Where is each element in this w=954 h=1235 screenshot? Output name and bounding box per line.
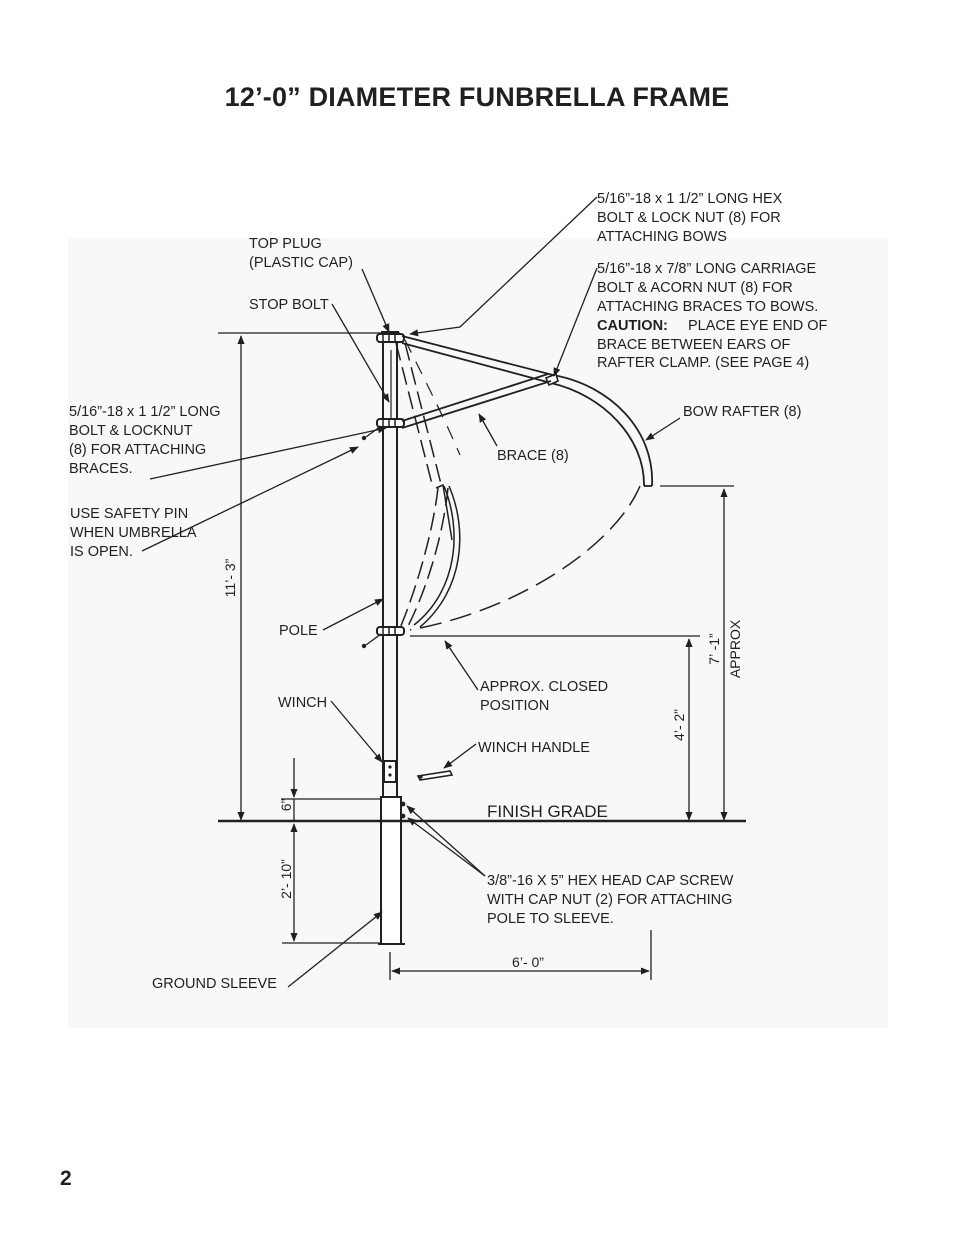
- svg-text:POLE TO SLEEVE.: POLE TO SLEEVE.: [487, 911, 614, 927]
- closed-position-dashed: [395, 339, 641, 631]
- dim-overall-height: 11’- 3”: [222, 558, 238, 597]
- label-finish-grade: FINISH GRADE: [487, 802, 608, 821]
- svg-text:WHEN UMBRELLA: WHEN UMBRELLA: [70, 525, 197, 541]
- label-bolt-locknut: 5/16”-18 x 1 1/2” LONG BOLT & LOCKNUT (8…: [69, 404, 221, 477]
- brace-open: [401, 373, 552, 429]
- label-pole: POLE: [279, 623, 318, 639]
- svg-text:ATTACHING BRACES TO BOWS.: ATTACHING BRACES TO BOWS.: [597, 299, 818, 315]
- dim-radius: 6’- 0”: [512, 954, 544, 970]
- svg-text:PLACE EYE END OF: PLACE EYE END OF: [688, 318, 828, 334]
- label-stop-bolt: STOP BOLT: [249, 297, 329, 313]
- svg-text:(8) FOR ATTACHING: (8) FOR ATTACHING: [69, 442, 206, 458]
- svg-text:USE SAFETY PIN: USE SAFETY PIN: [70, 506, 188, 522]
- sliding-hub-closed: [376, 626, 405, 636]
- closed-brace: [399, 483, 461, 631]
- scan-background: [68, 238, 888, 1028]
- label-winch-handle: WINCH HANDLE: [478, 740, 590, 756]
- pole: [382, 336, 398, 800]
- bow-rafter-open: [401, 335, 653, 487]
- caution-label: CAUTION:: [597, 318, 668, 334]
- label-winch: WINCH: [278, 695, 327, 711]
- label-bow-rafter: BOW RAFTER (8): [683, 404, 801, 420]
- svg-text:BRACE BETWEEN EARS OF: BRACE BETWEEN EARS OF: [597, 337, 791, 353]
- svg-text:(PLASTIC CAP): (PLASTIC CAP): [249, 255, 353, 271]
- svg-text:RAFTER CLAMP. (SEE PAGE 4): RAFTER CLAMP. (SEE PAGE 4): [597, 355, 809, 371]
- upper-hub: [376, 333, 405, 343]
- svg-text:TOP PLUG: TOP PLUG: [249, 236, 322, 252]
- svg-text:BRACES.: BRACES.: [69, 461, 133, 477]
- dim-approx: APPROX: [727, 619, 743, 678]
- svg-text:5/16”-18 x 1 1/2” LONG: 5/16”-18 x 1 1/2” LONG: [69, 404, 221, 420]
- page-number: 2: [60, 1167, 72, 1190]
- svg-text:BOLT & LOCK NUT (8) FOR: BOLT & LOCK NUT (8) FOR: [597, 210, 781, 226]
- label-cap-screw: 3/8”-16 X 5” HEX HEAD CAP SCREW WITH CAP…: [487, 873, 734, 927]
- svg-text:5/16”-18 x 1 1/2” LONG HEX: 5/16”-18 x 1 1/2” LONG HEX: [597, 191, 783, 207]
- label-ground-sleeve: GROUND SLEEVE: [152, 976, 277, 992]
- ground-sleeve: [378, 796, 405, 945]
- winch-handle: [416, 770, 454, 781]
- svg-text:IS OPEN.: IS OPEN.: [70, 544, 133, 560]
- cap-screw-lower: [400, 813, 406, 819]
- label-carriage-bolt: 5/16”-18 x 7/8” LONG CARRIAGE BOLT & ACO…: [597, 261, 828, 371]
- label-hex-bolt-bows: 5/16”-18 x 1 1/2” LONG HEX BOLT & LOCK N…: [597, 191, 783, 245]
- dim-open-height: 7’ -1”: [706, 633, 722, 665]
- page-title: 12’-0” DIAMETER FUNBRELLA FRAME: [224, 82, 730, 112]
- svg-text:BOLT & LOCKNUT: BOLT & LOCKNUT: [69, 423, 193, 439]
- safety-pin-lower: [361, 633, 382, 649]
- label-top-plug: TOP PLUG (PLASTIC CAP): [249, 236, 353, 271]
- svg-text:POSITION: POSITION: [480, 698, 549, 714]
- svg-text:BOLT & ACORN NUT (8) FOR: BOLT & ACORN NUT (8) FOR: [597, 280, 793, 296]
- svg-text:5/16”-18 x 7/8” LONG CARRIAGE: 5/16”-18 x 7/8” LONG CARRIAGE: [597, 261, 817, 277]
- label-approx-closed: APPROX. CLOSED POSITION: [480, 679, 608, 714]
- label-brace: BRACE (8): [497, 448, 569, 464]
- leader-lines: [141, 196, 681, 988]
- dim-closed-height: 4’- 2”: [671, 709, 687, 741]
- label-safety-pin: USE SAFETY PIN WHEN UMBRELLA IS OPEN.: [70, 506, 197, 560]
- cap-screw-upper: [400, 801, 406, 807]
- svg-text:3/8”-16 X 5” HEX HEAD CAP SCRE: 3/8”-16 X 5” HEX HEAD CAP SCREW: [487, 873, 734, 889]
- svg-text:APPROX. CLOSED: APPROX. CLOSED: [480, 679, 608, 695]
- dim-above-grade: 6”: [278, 798, 294, 811]
- sliding-hub-open: [376, 418, 405, 428]
- svg-text:ATTACHING BOWS: ATTACHING BOWS: [597, 229, 727, 245]
- svg-text:WITH CAP NUT (2) FOR ATTACHING: WITH CAP NUT (2) FOR ATTACHING: [487, 892, 732, 908]
- dim-sleeve-depth: 2’- 10”: [278, 859, 294, 899]
- winch: [383, 760, 397, 783]
